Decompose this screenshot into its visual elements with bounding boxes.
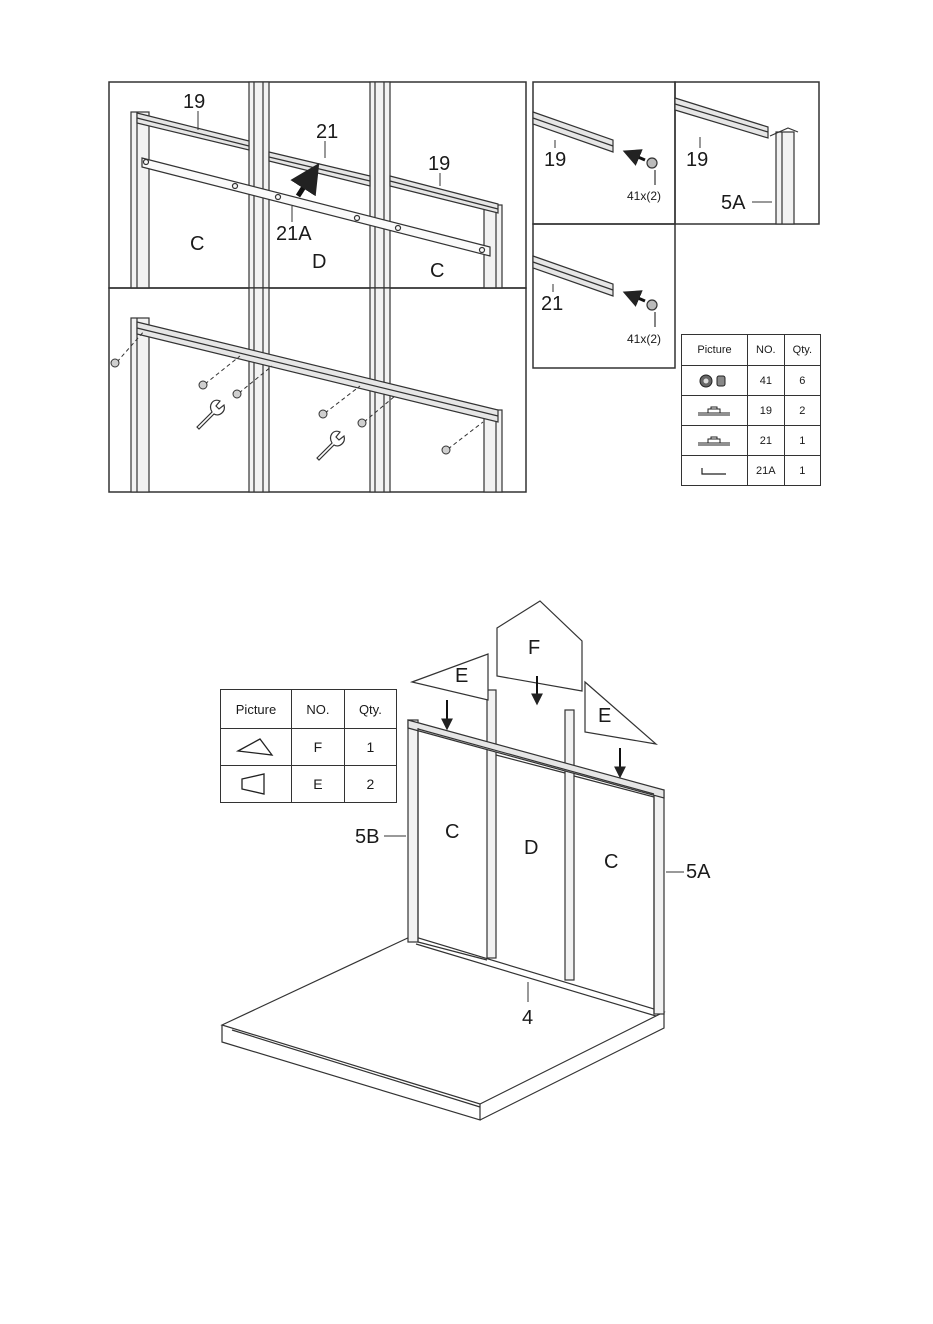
parts-table-1-header: Picture NO. Qty.: [682, 335, 821, 366]
panel-f-label: F: [528, 637, 540, 659]
part-qty: 6: [784, 366, 820, 396]
label-19-right: 19: [428, 153, 450, 175]
bolt-icons: [111, 359, 450, 454]
panel-d-label: D: [524, 837, 538, 859]
header-no: NO.: [747, 335, 784, 366]
panel-c-right: C: [430, 260, 444, 282]
panel-e-right-shape: [585, 682, 656, 744]
panel-d: D: [312, 251, 326, 273]
parts-table-2-header: Picture NO. Qty.: [221, 690, 397, 729]
table-row: 41 6: [682, 366, 821, 396]
detail-c-arrow: [626, 293, 645, 301]
part-qty: 1: [784, 456, 820, 486]
wrench-icon-2: [317, 431, 344, 460]
post-5b-label: 5B: [355, 826, 379, 848]
detail-a-qty: 41x(2): [627, 189, 661, 203]
part-qty: 2: [344, 766, 396, 803]
part-qty: 2: [784, 396, 820, 426]
bolts-dashed-lines: [117, 330, 483, 449]
part-no: 41: [747, 366, 784, 396]
triangle-panel-icon: [221, 729, 292, 766]
panel-c-right-label: C: [604, 851, 618, 873]
wrench-icon: [197, 400, 224, 429]
detail-b-post-label: 5A: [721, 192, 746, 214]
table-row: 19 2: [682, 396, 821, 426]
parts-table-2: Picture NO. Qty. F 1 E 2: [220, 689, 397, 803]
detail-c-part-label: 21: [541, 293, 563, 315]
panel-c-left-label: C: [445, 821, 459, 843]
part-no: E: [292, 766, 345, 803]
panel-e-left-shape: [412, 654, 488, 700]
detail-a-part-label: 19: [544, 149, 566, 171]
table-row: 21A 1: [682, 456, 821, 486]
part-no: 19: [747, 396, 784, 426]
detail-b-part-label: 19: [686, 149, 708, 171]
post-5a-label: 5A: [686, 861, 711, 883]
table-row: 21 1: [682, 426, 821, 456]
detail-a-arrow: [626, 152, 645, 160]
header-picture: Picture: [682, 335, 748, 366]
table-row: F 1: [221, 729, 397, 766]
header-picture: Picture: [221, 690, 292, 729]
rail-profile-icon: [682, 426, 748, 456]
label-19-left: 19: [183, 91, 205, 113]
rail-profile-icon: [682, 396, 748, 426]
label-21a: 21A: [276, 223, 312, 245]
header-qty: Qty.: [784, 335, 820, 366]
panel-c-left: C: [190, 233, 204, 255]
base-4-label: 4: [522, 1007, 533, 1029]
step1-bottom-left-view: [109, 288, 526, 492]
bolt-nut-icon: [682, 366, 748, 396]
label-21: 21: [316, 121, 338, 143]
header-qty: Qty.: [344, 690, 396, 729]
table-row: E 2: [221, 766, 397, 803]
trapezoid-panel-icon: [221, 766, 292, 803]
part-qty: 1: [344, 729, 396, 766]
insert-arrow: [298, 168, 316, 196]
parts-table-1: Picture NO. Qty. 41 6 19 2 21 1 21A 1: [681, 334, 821, 486]
part-no: 21A: [747, 456, 784, 486]
bracket-profile-icon: [682, 456, 748, 486]
part-qty: 1: [784, 426, 820, 456]
header-no: NO.: [292, 690, 345, 729]
part-no: F: [292, 729, 345, 766]
panel-e-right-label: E: [598, 705, 611, 727]
panel-e-left-label: E: [455, 665, 468, 687]
detail-c-qty: 41x(2): [627, 332, 661, 346]
part-no: 21: [747, 426, 784, 456]
